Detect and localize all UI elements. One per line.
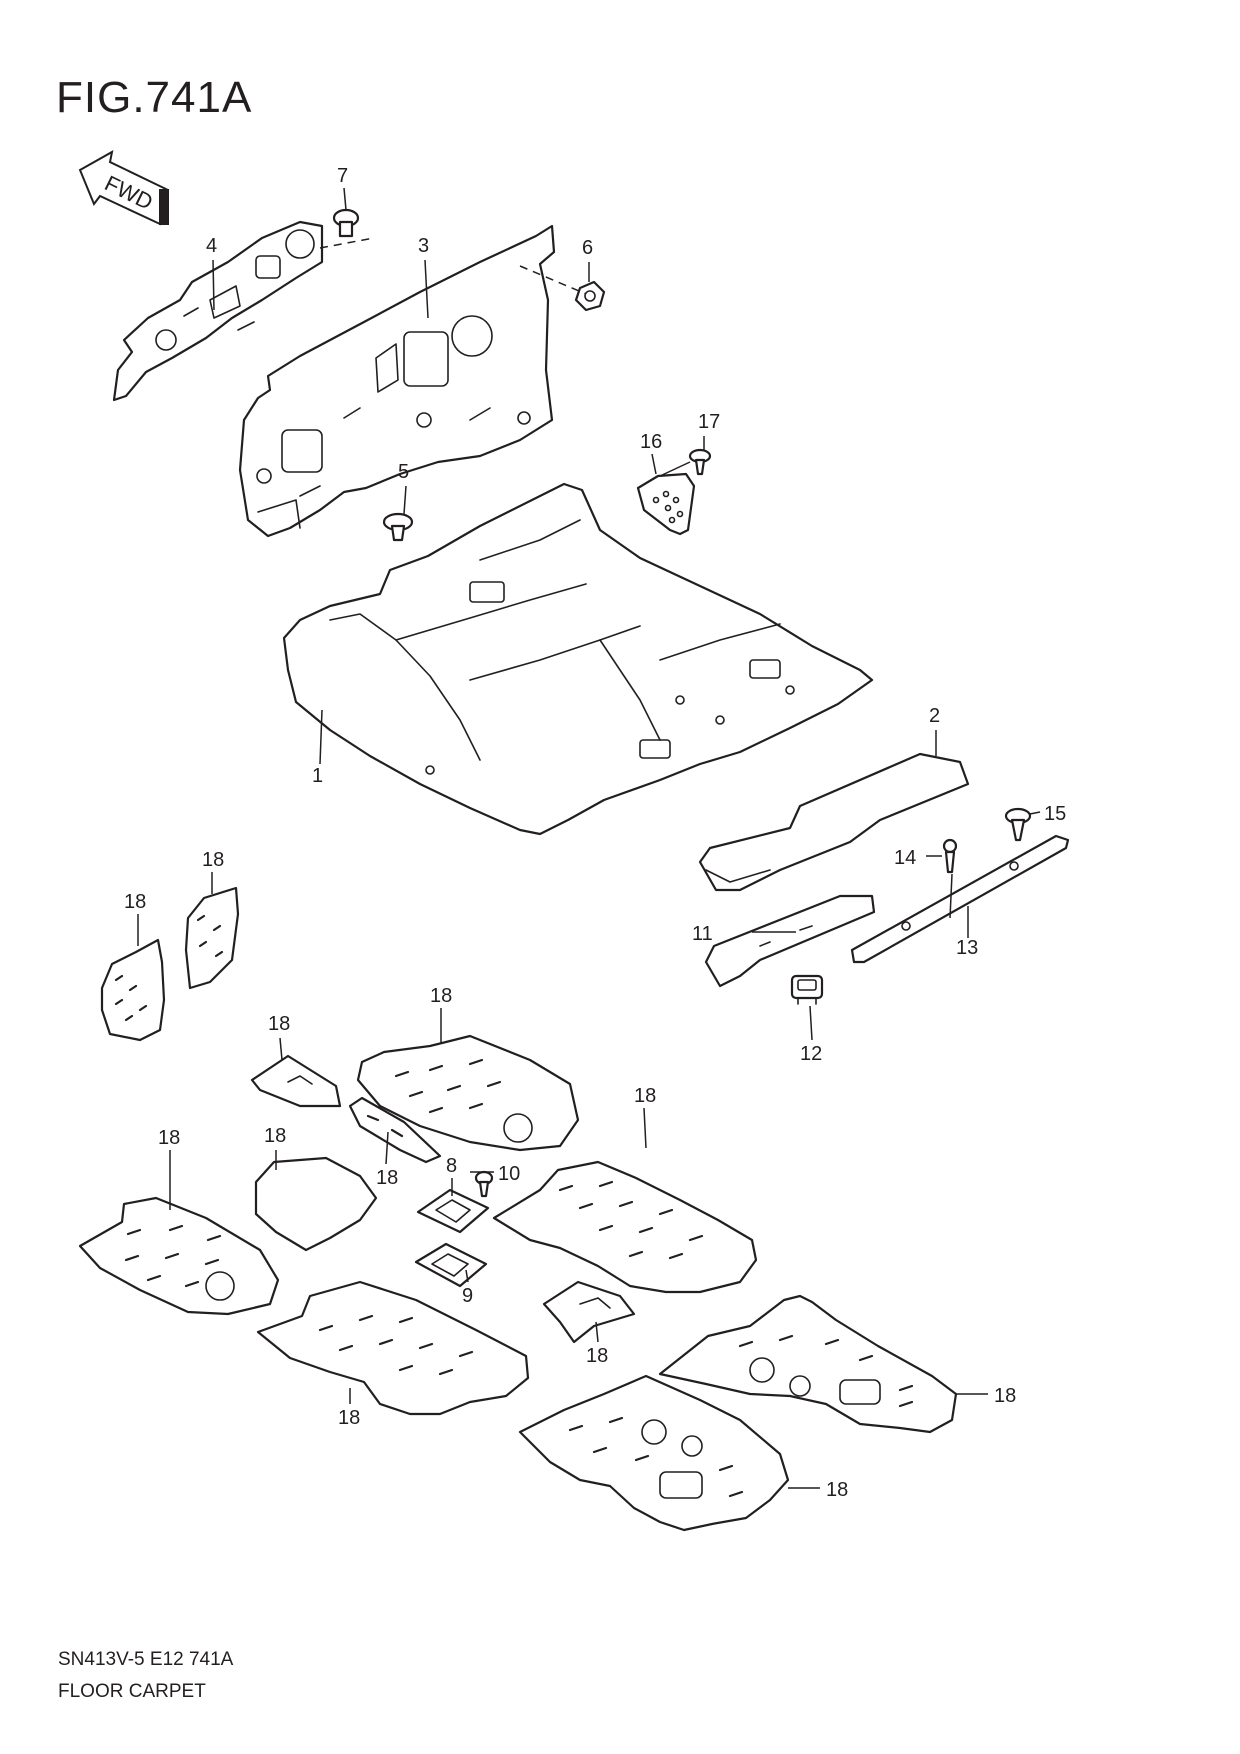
part-18-pad-tunnel-left (254, 1156, 378, 1252)
part-18-pad-front-small (250, 1054, 342, 1108)
callout-10: 10 (498, 1163, 520, 1185)
leader-lines (137, 187, 1041, 1489)
callout-14: 14 (894, 847, 916, 869)
callout-6: 6 (582, 237, 593, 259)
part-15-push-clip (1004, 807, 1032, 842)
callout-18-tunnel-left: 18 (264, 1125, 286, 1147)
part-18-pad-left-front (78, 1196, 280, 1316)
callout-15: 15 (1044, 803, 1066, 825)
callout-18-front-large: 18 (430, 985, 452, 1007)
part-18-pad-center-right (492, 1160, 758, 1294)
callout-18-side-right: 18 (202, 849, 224, 871)
callout-16: 16 (640, 431, 662, 453)
callout-1: 1 (312, 765, 323, 787)
callout-labels: 7 4 3 6 17 16 5 1 2 15 14 11 13 12 18 18… (124, 165, 1066, 1501)
part-10-screw (474, 1170, 494, 1198)
callout-8: 8 (446, 1155, 457, 1177)
part-3-dash-silencer (238, 224, 556, 538)
callout-9: 9 (462, 1285, 473, 1307)
callout-18-strip: 18 (376, 1167, 398, 1189)
figure-title: FIG.741A (56, 73, 253, 122)
part-13-carpet-strip (850, 834, 1070, 964)
callout-18-center-rear: 18 (826, 1479, 848, 1501)
callout-18-center-right: 18 (634, 1085, 656, 1107)
fwd-arrow-icon: FWD (78, 150, 170, 226)
part-7-clip (332, 208, 360, 238)
callout-17: 17 (698, 411, 720, 433)
part-8-grommet-plate (416, 1188, 490, 1234)
part-18-pad-small-tunnel (542, 1280, 636, 1344)
part-12-clip (790, 974, 824, 1005)
callout-7: 7 (337, 165, 348, 187)
part-16-foot-rest-pad (636, 472, 696, 536)
part-17-clip (688, 448, 712, 476)
callout-12: 12 (800, 1043, 822, 1065)
part-18-pad-side-left (100, 938, 166, 1042)
callout-18-side-left: 18 (124, 891, 146, 913)
callout-18-left-rear: 18 (338, 1407, 360, 1429)
part-1-floor-carpet (282, 482, 874, 836)
part-18-pad-front-large (356, 1034, 580, 1152)
part-6-nut (574, 280, 606, 312)
callout-2: 2 (929, 705, 940, 727)
part-4-dash-silencer-upper (112, 220, 324, 402)
part-11-sill-trim (704, 894, 876, 988)
part-9-grommet-plate (414, 1242, 488, 1288)
part-18-pad-side-right (184, 886, 240, 990)
part-18-pad-left-rear (256, 1280, 530, 1416)
callout-18-front-small: 18 (268, 1013, 290, 1035)
callout-18-left-front: 18 (158, 1127, 180, 1149)
part-14-screw (942, 838, 958, 874)
callout-4: 4 (206, 235, 217, 257)
part-18-pad-center-rear (518, 1374, 790, 1532)
callout-5: 5 (398, 461, 409, 483)
callout-18-right-rear: 18 (994, 1385, 1016, 1407)
callout-11: 11 (692, 923, 713, 945)
part-18-pad-strip (348, 1096, 442, 1164)
figure-code: SN413V-5 E12 741A (58, 1649, 234, 1670)
callout-18-small-tunnel: 18 (586, 1345, 608, 1367)
callout-3: 3 (418, 235, 429, 257)
part-5-clip (382, 512, 414, 542)
figure-caption: FLOOR CARPET (58, 1681, 206, 1702)
part-2-rear-carpet-panel (698, 752, 970, 892)
callout-13: 13 (956, 937, 978, 959)
